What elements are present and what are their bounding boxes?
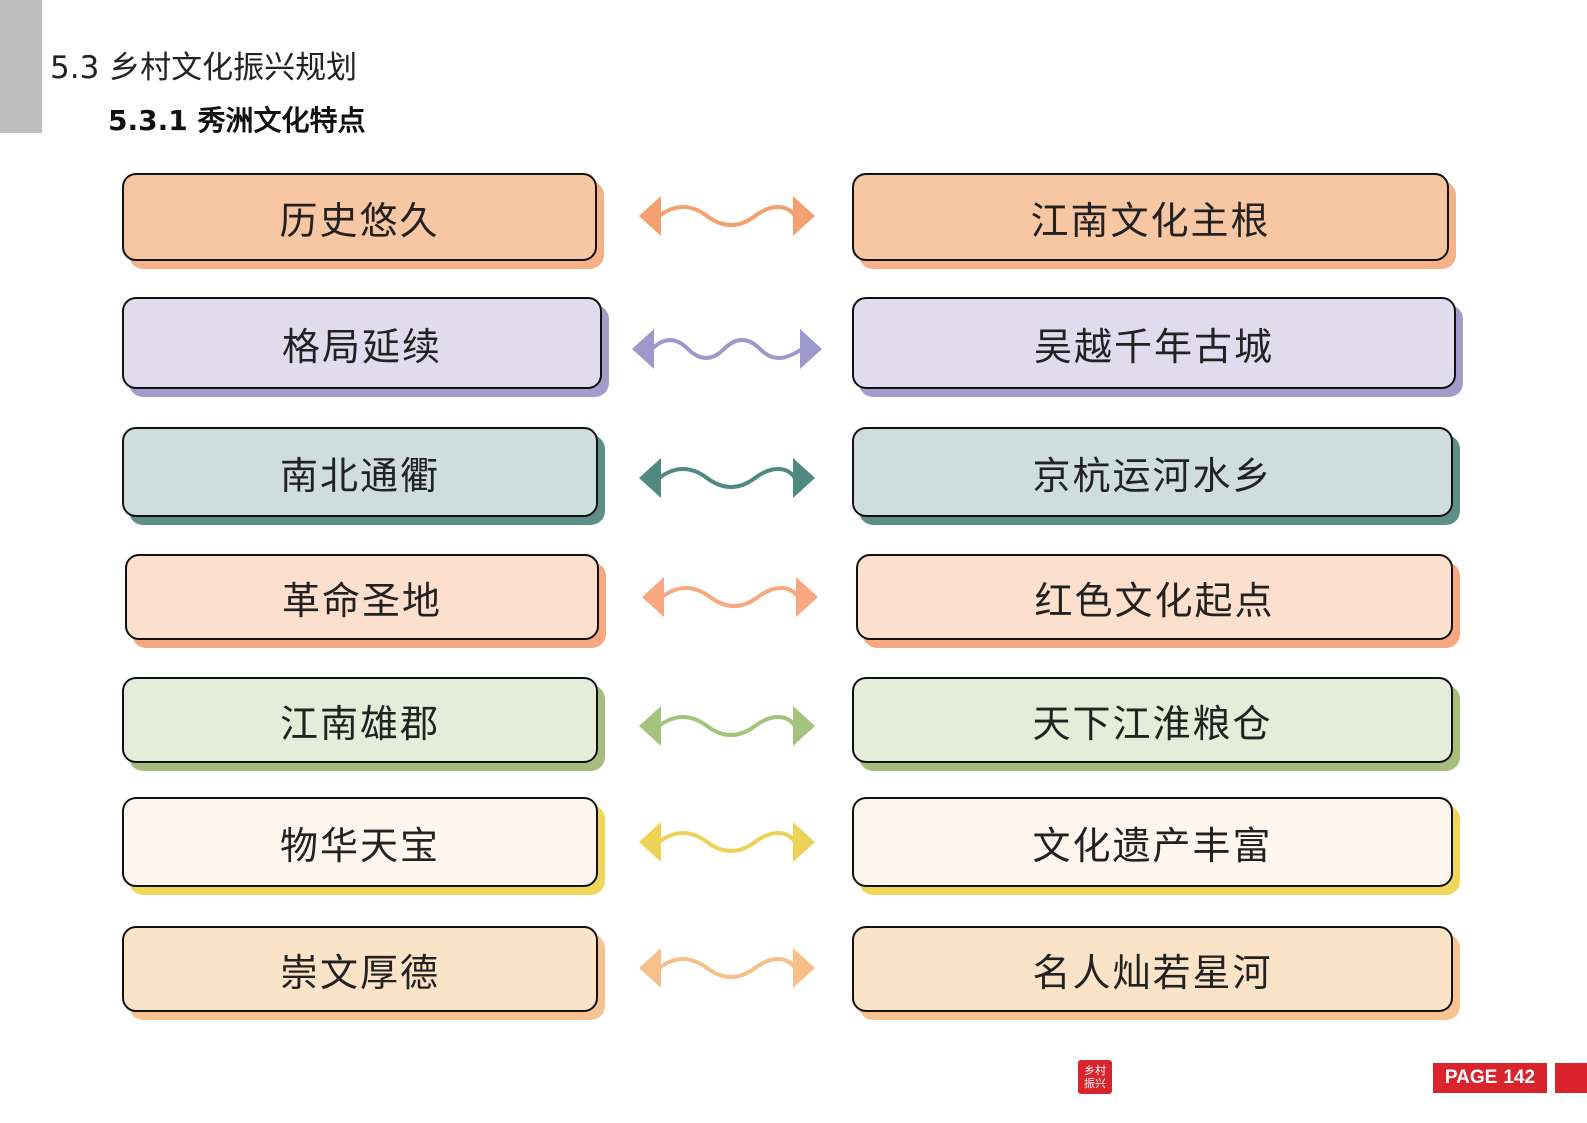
left-box-2: 格局延续 (122, 297, 602, 389)
page-label: PAGE (1444, 1067, 1498, 1088)
double-arrow-icon (639, 948, 815, 988)
double-arrow-icon (642, 577, 818, 617)
page-edge-bar (1555, 1063, 1587, 1093)
right-box-6: 文化遗产丰富 (852, 797, 1453, 887)
logo-icon: 乡村振兴 (1078, 1060, 1112, 1094)
right-box-1: 江南文化主根 (852, 173, 1449, 261)
left-box-7: 崇文厚德 (122, 926, 598, 1012)
left-box-1: 历史悠久 (122, 173, 597, 261)
left-box-6: 物华天宝 (122, 797, 598, 887)
double-arrow-icon (632, 329, 822, 369)
right-box-4: 红色文化起点 (856, 554, 1453, 640)
double-arrow-icon (639, 706, 815, 746)
right-box-5: 天下江淮粮仓 (852, 677, 1453, 763)
left-box-3: 南北通衢 (122, 427, 598, 517)
double-arrow-icon (639, 458, 815, 498)
corner-decoration-bar (0, 0, 42, 133)
page-number: 142 (1503, 1067, 1536, 1088)
section-title: 5.3 乡村文化振兴规划 (50, 50, 358, 86)
double-arrow-icon (639, 822, 815, 862)
left-box-5: 江南雄郡 (122, 677, 598, 763)
left-box-4: 革命圣地 (125, 554, 599, 640)
double-arrow-icon (639, 196, 815, 236)
right-box-2: 吴越千年古城 (852, 297, 1456, 389)
right-box-3: 京杭运河水乡 (852, 427, 1453, 517)
right-box-7: 名人灿若星河 (852, 926, 1453, 1012)
page-number-tag: PAGE 142 (1433, 1063, 1547, 1093)
subsection-title: 5.3.1 秀洲文化特点 (108, 104, 366, 137)
